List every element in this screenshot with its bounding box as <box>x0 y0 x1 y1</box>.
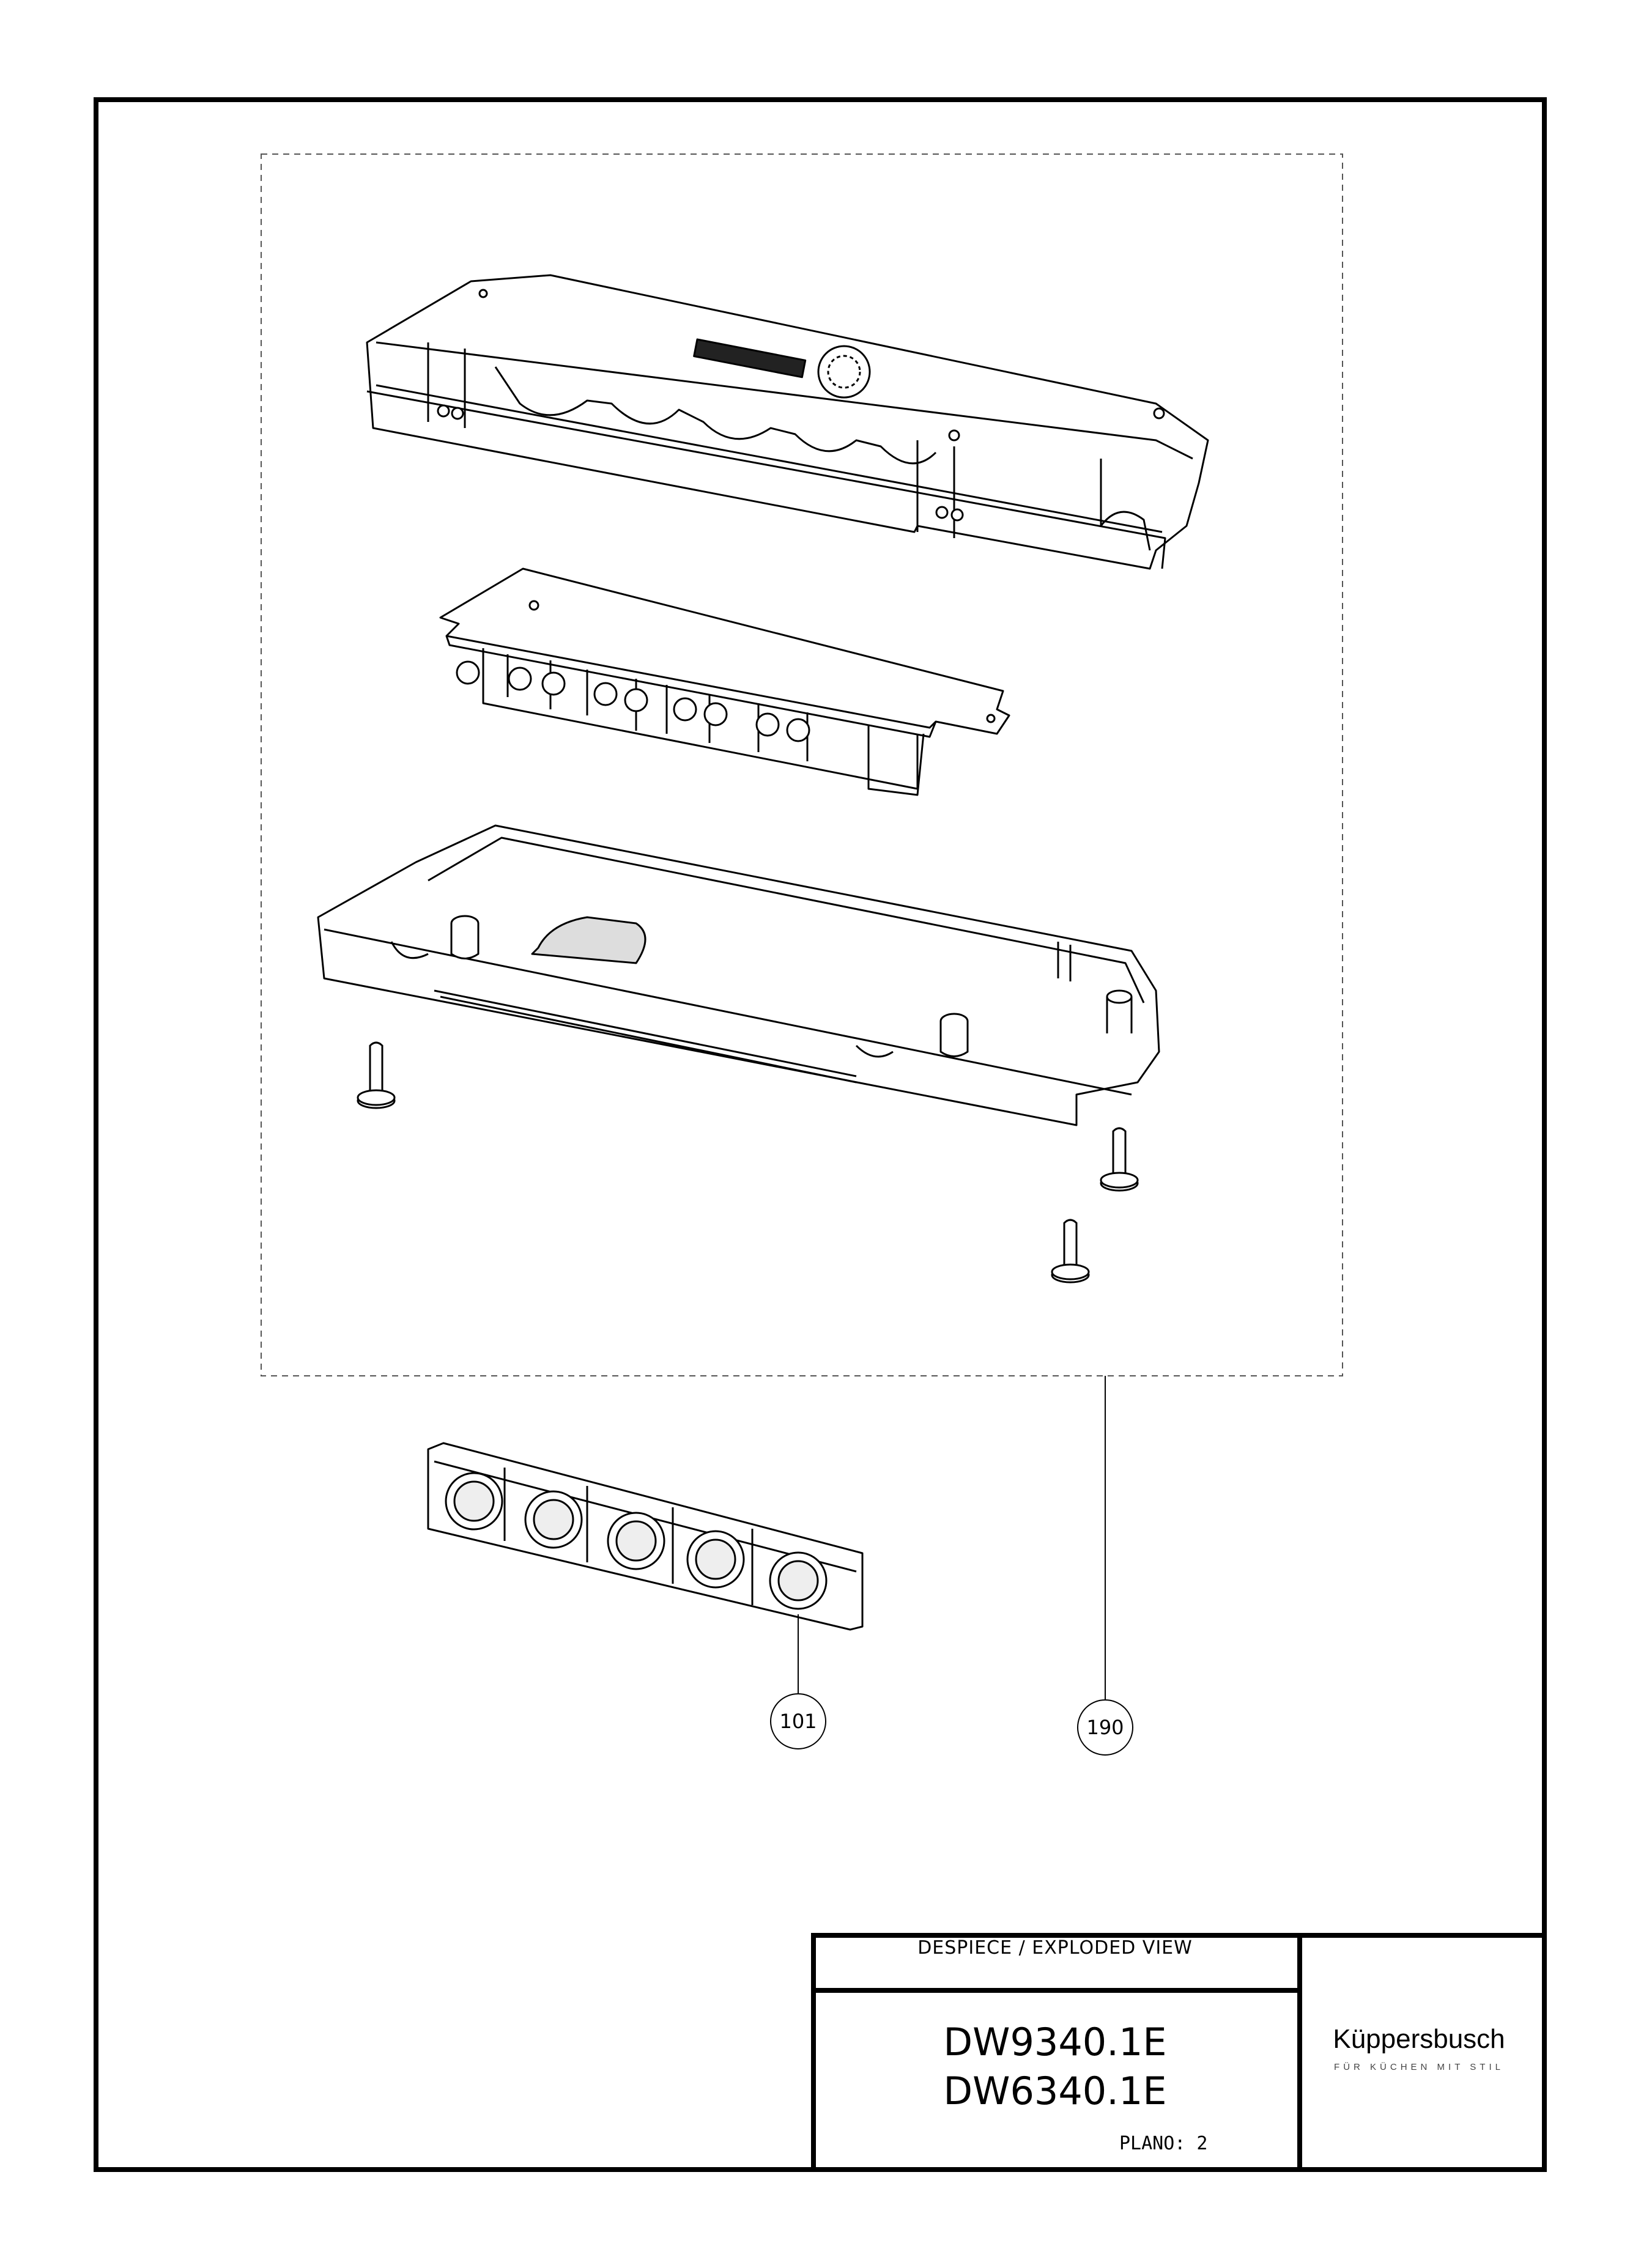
screw-bottom <box>1051 1219 1090 1284</box>
callout-circle-190 <box>1077 1699 1133 1756</box>
brand-tagline: FÜR KÜCHEN MIT STIL <box>1334 2062 1504 2072</box>
top-cover <box>366 274 1209 570</box>
model-number-1: DW9340.1E <box>943 2020 1167 2064</box>
base-housing <box>317 824 1160 1126</box>
sheet-border <box>94 97 1547 2172</box>
callout-circle-101 <box>770 1693 826 1749</box>
model-number-2: DW6340.1E <box>943 2069 1167 2113</box>
screw-left <box>357 1041 396 1109</box>
circuit-board <box>439 567 1010 796</box>
plano-number: PLANO: 2 <box>1119 2133 1208 2154</box>
view-title: DESPIECE / EXPLODED VIEW <box>917 1937 1193 1959</box>
callout-label-190: 190 <box>1086 1716 1124 1739</box>
model-numbers: DW9340.1E DW6340.1E <box>813 2018 1297 2116</box>
callout-label-101: 101 <box>779 1710 817 1733</box>
button-caps <box>445 1472 828 1610</box>
assembly-boundary <box>261 153 1343 1376</box>
title-block-frame <box>811 1933 1544 2170</box>
button-strip <box>427 1442 864 1631</box>
brand-logo-text: Küppersbusch <box>1333 2024 1505 2054</box>
screw-right <box>1100 1127 1139 1192</box>
